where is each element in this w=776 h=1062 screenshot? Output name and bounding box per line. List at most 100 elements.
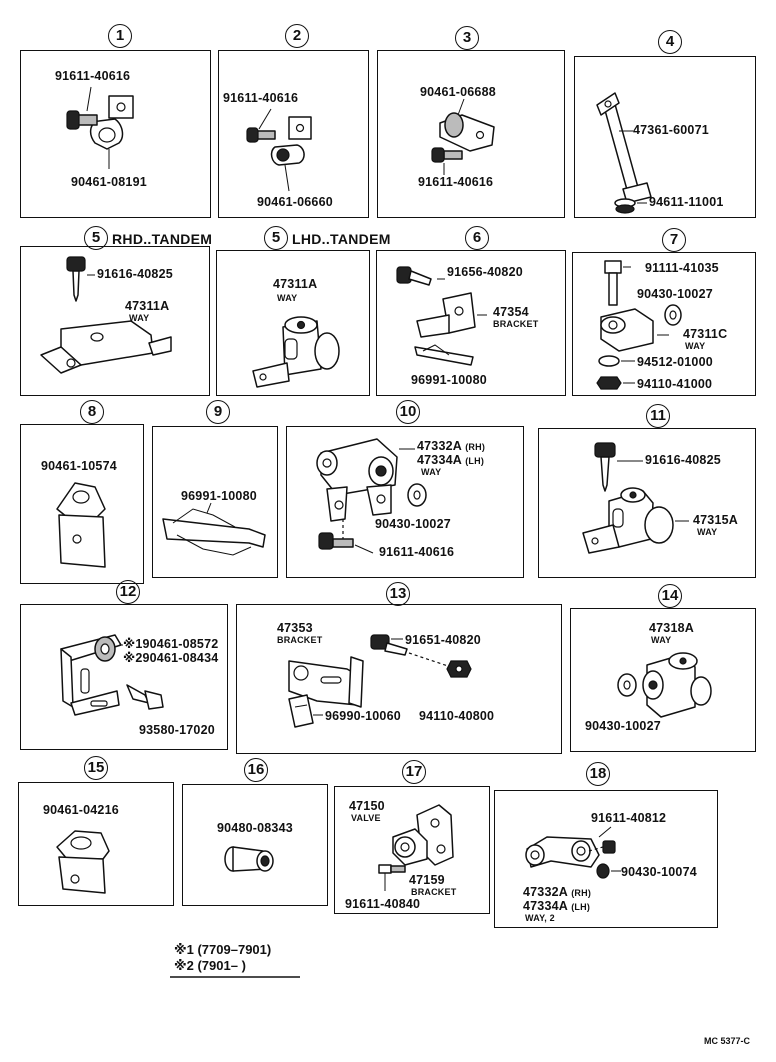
- part-number: 91611-40812: [591, 811, 667, 825]
- part-number: 96991-10080: [411, 373, 487, 387]
- panel-9: 96991-10080: [152, 426, 278, 578]
- part-desc: BRACKET: [411, 887, 457, 897]
- callout-2: 2: [285, 24, 309, 48]
- panel-13-drawing: [288, 634, 472, 728]
- clip: [288, 694, 314, 728]
- panel-17: 47150 VALVE 47159 BRACKET 91611-40840: [334, 786, 490, 914]
- panel-1-drawing: [66, 86, 134, 169]
- panel-12-drawing: [60, 634, 164, 716]
- bolt-head: [66, 110, 80, 130]
- panel-13: 47353 BRACKET 91651-40820 96990-10060 94…: [236, 604, 562, 754]
- part-number: 91611-40840: [345, 897, 421, 911]
- part-number: 91611-40616: [55, 69, 131, 83]
- part-number: ※290461-08434: [123, 651, 219, 665]
- callout-12: 12: [116, 580, 140, 604]
- part-number: 47334A (LH): [417, 453, 485, 467]
- part-number: 94512-01000: [637, 355, 713, 369]
- panel-7: 91111-41035 90430-10027 47311C WAY 94512…: [572, 252, 756, 396]
- part-number: 94611-11001: [649, 195, 724, 209]
- panel-4: 47361-60071 94611-11001: [574, 56, 756, 218]
- part-number: 90430-10074: [621, 865, 697, 879]
- part-number: 94110-41000: [637, 377, 713, 391]
- part-number: 91611-40616: [418, 175, 494, 189]
- panel-10-drawing: [316, 438, 427, 554]
- panel-8-drawing: [56, 482, 106, 568]
- footnote-underline: [170, 976, 300, 978]
- way-block: [60, 320, 154, 366]
- part-desc: VALVE: [351, 813, 381, 823]
- part-number: 47315A: [693, 513, 738, 527]
- callout-1: 1: [108, 24, 132, 48]
- way-flange: [252, 362, 290, 388]
- panel-11-drawing: [582, 442, 689, 554]
- panel-18: 91611-40812 90430-10074 47332A (RH) 4733…: [494, 790, 718, 928]
- part-number: 47334A (LH): [523, 899, 591, 913]
- part-number: 47361-60071: [633, 123, 709, 137]
- part-desc: BRACKET: [277, 635, 323, 645]
- part-number: 47311A: [273, 277, 318, 291]
- diagram-code: MC 5377-C: [704, 1036, 751, 1046]
- part-desc: WAY: [685, 341, 706, 351]
- callout-5b: 5: [264, 226, 288, 250]
- part-desc: WAY, 2: [525, 913, 555, 923]
- panel-16-drawing: [224, 846, 274, 872]
- callout-3: 3: [455, 26, 479, 50]
- bolt-head: [396, 266, 412, 284]
- part-desc: WAY: [129, 313, 150, 323]
- part-number: 47311C: [683, 327, 728, 341]
- panel-8: 90461-10574: [20, 424, 144, 584]
- section-title-lhd: LHD..TANDEM: [292, 231, 391, 247]
- panel-18-drawing: [525, 826, 621, 879]
- bolt-head: [66, 256, 86, 272]
- bolt-head: [604, 260, 622, 274]
- callout-13: 13: [386, 582, 410, 606]
- part-number: 91616-40825: [645, 453, 721, 467]
- part-number: ※190461-08572: [123, 637, 219, 651]
- clip-plate: [58, 856, 106, 894]
- bolt-head: [246, 127, 259, 143]
- panel-7-drawing: [596, 260, 682, 390]
- bolt-head: [431, 147, 445, 163]
- part-number: 47311A: [125, 299, 170, 313]
- callout-15: 15: [84, 756, 108, 780]
- lock-washer: [598, 355, 620, 367]
- callout-16: 16: [244, 758, 268, 782]
- part-number: 47332A (RH): [523, 885, 592, 899]
- panel-9-drawing: [162, 502, 266, 556]
- part-number: 91111-41035: [645, 261, 719, 275]
- washer: [596, 863, 610, 879]
- callout-5a: 5: [84, 226, 108, 250]
- panel-2: 91611-40616 90461-06660: [218, 50, 369, 218]
- panel-2-drawing: [246, 108, 312, 192]
- callout-8: 8: [80, 400, 104, 424]
- part-number: 90461-06660: [257, 195, 333, 209]
- part-number: 47150: [349, 799, 385, 813]
- part-number: 90430-10027: [637, 287, 713, 301]
- bolt-head: [318, 532, 334, 550]
- part-number: 91651-40820: [405, 633, 481, 647]
- part-number: 93580-17020: [139, 723, 215, 737]
- bolt-shank: [256, 130, 276, 140]
- part-desc: WAY: [651, 635, 672, 645]
- clip-plate: [58, 514, 106, 568]
- callout-6: 6: [465, 226, 489, 250]
- bracket-arm: [602, 96, 640, 198]
- panel-11: 91616-40825 47315A WAY: [538, 428, 756, 578]
- part-number: 90461-10574: [41, 459, 117, 473]
- panel-10: 47332A (RH) 47334A (LH) WAY 90430-10027 …: [286, 426, 524, 578]
- part-number: 96991-10080: [181, 489, 257, 503]
- part-number: 96990-10060: [325, 709, 401, 723]
- panel-6-drawing: [396, 266, 487, 366]
- part-desc: WAY: [277, 293, 298, 303]
- part-number: 90461-08191: [71, 175, 147, 189]
- callout-7: 7: [662, 228, 686, 252]
- part-desc: WAY: [697, 527, 718, 537]
- callout-9: 9: [206, 400, 230, 424]
- bolt-screw: [408, 270, 432, 286]
- clip-strip: [414, 346, 474, 366]
- panel-14: 47318A WAY 90430-10027: [570, 608, 756, 752]
- part-number: 91616-40825: [97, 267, 173, 281]
- bolt-head: [594, 442, 616, 458]
- part-number: 47318A: [649, 621, 694, 635]
- panel-6: 91656-40820 47354 BRACKET 96991-10080: [376, 250, 566, 396]
